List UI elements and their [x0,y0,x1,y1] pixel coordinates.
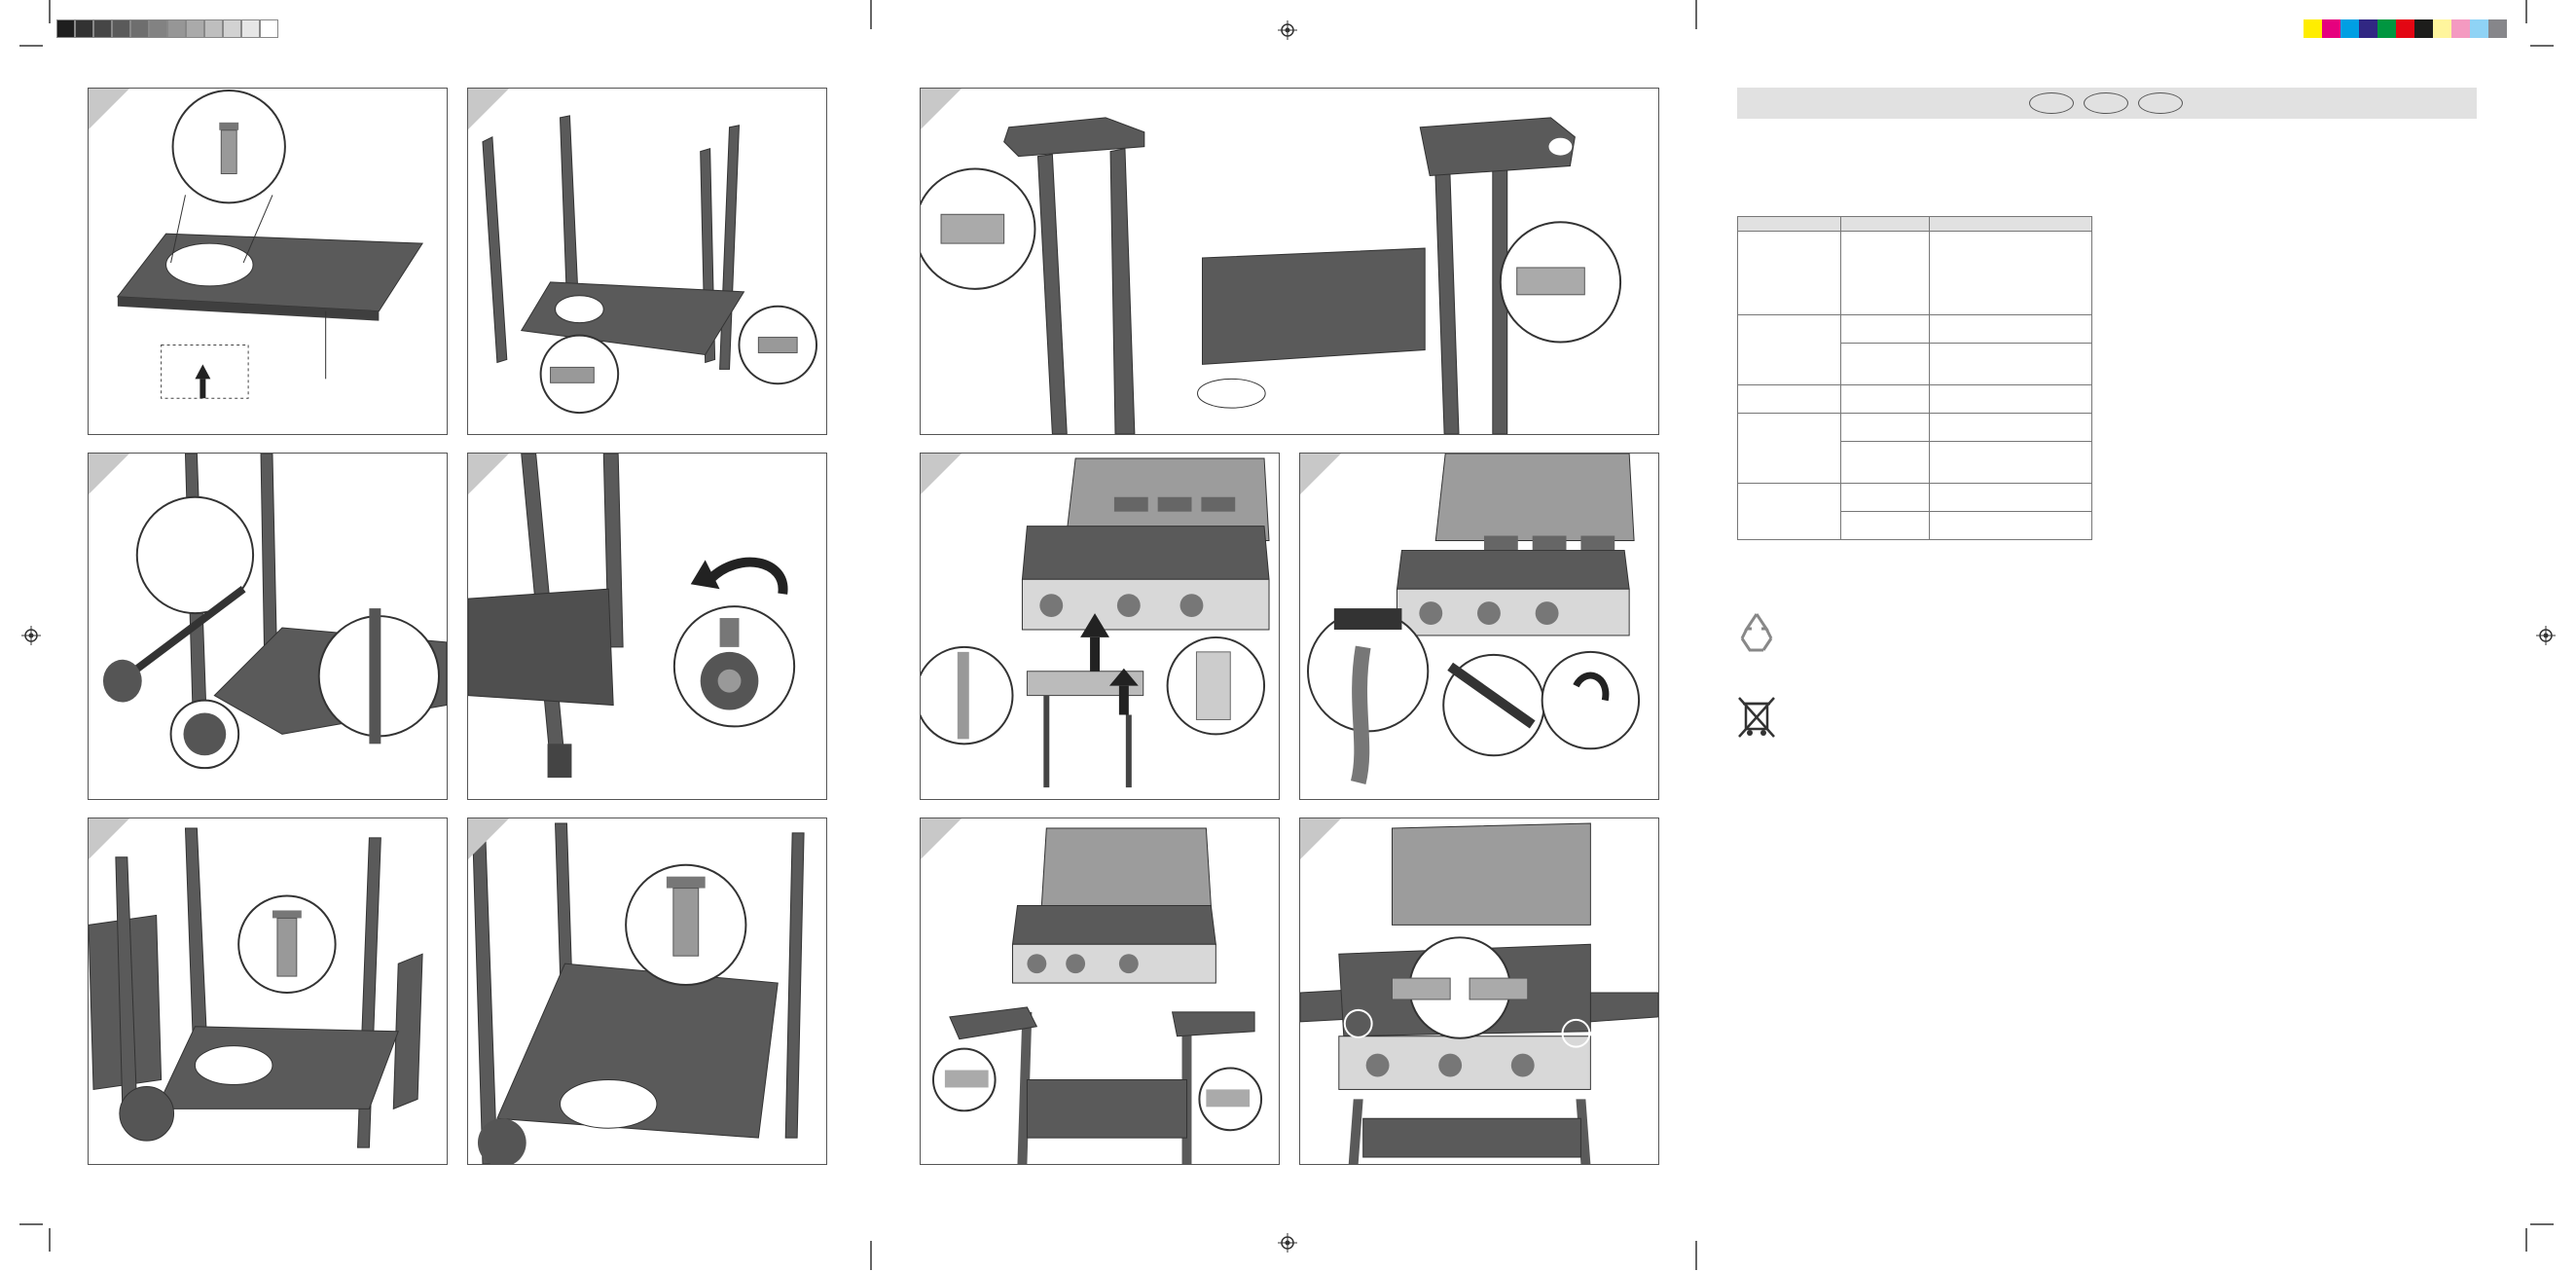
crop-mark [49,0,51,23]
table-row [1738,343,2092,385]
wheel-axle-illustration [102,454,447,770]
country-oval [2084,92,2128,114]
step-corner-tab [921,89,961,129]
tray-screw-illustration [116,89,423,399]
crop-mark [49,1228,51,1252]
assembly-step-10 [920,818,1280,1165]
step-corner-tab [921,818,961,859]
color-swatch [2377,19,2396,38]
gray-swatch [223,19,241,38]
table-row [1737,483,2092,540]
recycle-icon [1740,613,1773,652]
step-corner-tab [1300,818,1341,859]
step-corner-tab [89,818,129,859]
color-calibration-bar [2304,19,2507,38]
gray-swatch [149,19,167,38]
shelves-attach-illustration [931,827,1263,1164]
assembly-step-5 [467,453,827,800]
caster-lock-illustration [468,454,796,779]
frame-side-shelves-illustration [921,117,1622,434]
country-oval [2029,92,2074,114]
color-swatch [2414,19,2433,38]
gray-swatch [186,19,204,38]
crop-mark [2530,1223,2554,1225]
side-panels-illustration [89,827,423,1148]
gray-swatch [112,19,130,38]
crop-mark [2530,45,2554,47]
gray-swatch [241,19,260,38]
table-header-row [1737,216,2092,232]
table-row [1737,314,2092,385]
table-row [1737,384,2092,414]
registration-mark-icon [1278,1233,1297,1253]
color-swatch [2396,19,2414,38]
assembly-step-9 [467,818,827,1165]
table-row [1738,511,2092,540]
fold-mark [1695,0,1697,29]
section-header-bar [1737,88,2477,119]
registration-mark-icon [2536,626,2556,645]
fold-mark [870,0,872,29]
step-corner-tab [1300,454,1341,494]
assembly-step-1 [88,88,448,435]
fold-mark [870,1241,872,1270]
registration-mark-icon [21,626,41,645]
final-assembly-illustration [1300,822,1658,1164]
assembly-step-2 [467,88,827,435]
gray-swatch [260,19,278,38]
step-corner-tab [468,454,509,494]
gray-swatch [167,19,186,38]
table-row [1737,231,2092,315]
weee-bin-icon [1738,697,1775,738]
grayscale-calibration-bar [56,19,278,38]
color-swatch [2488,19,2507,38]
step-corner-tab [468,818,509,859]
registration-mark-icon [1278,20,1297,40]
color-swatch [2322,19,2340,38]
assembly-step-6 [920,453,1280,800]
step-corner-tab [89,454,129,494]
gray-swatch [130,19,149,38]
color-swatch [2470,19,2488,38]
specification-table [1737,216,2092,540]
gray-swatch [93,19,112,38]
assembly-step-8 [88,818,448,1165]
color-swatch [2433,19,2451,38]
gray-swatch [204,19,223,38]
step-corner-tab [468,89,509,129]
crop-mark [19,45,43,47]
color-swatch [2451,19,2470,38]
color-swatch [2359,19,2377,38]
country-oval [2138,92,2183,114]
gray-swatch [75,19,93,38]
base-screw-illustration [472,822,805,1164]
assembly-step-11 [1299,818,1659,1165]
crop-mark [2525,0,2527,23]
crop-mark [19,1223,43,1225]
color-swatch [2340,19,2359,38]
color-swatch [2304,19,2322,38]
table-row [1738,441,2092,484]
fold-mark [1695,1241,1697,1270]
legs-base-illustration [482,115,818,415]
step-corner-tab [921,454,961,494]
gray-swatch [56,19,75,38]
grill-head-bolts-illustration [921,457,1270,788]
crop-mark [2525,1228,2527,1252]
assembly-step-4 [88,453,448,800]
step-corner-tab [89,89,129,129]
table-row [1737,413,2092,484]
gas-hose-illustration [1306,454,1641,785]
assembly-step-7 [1299,453,1659,800]
assembly-step-3 [920,88,1659,435]
